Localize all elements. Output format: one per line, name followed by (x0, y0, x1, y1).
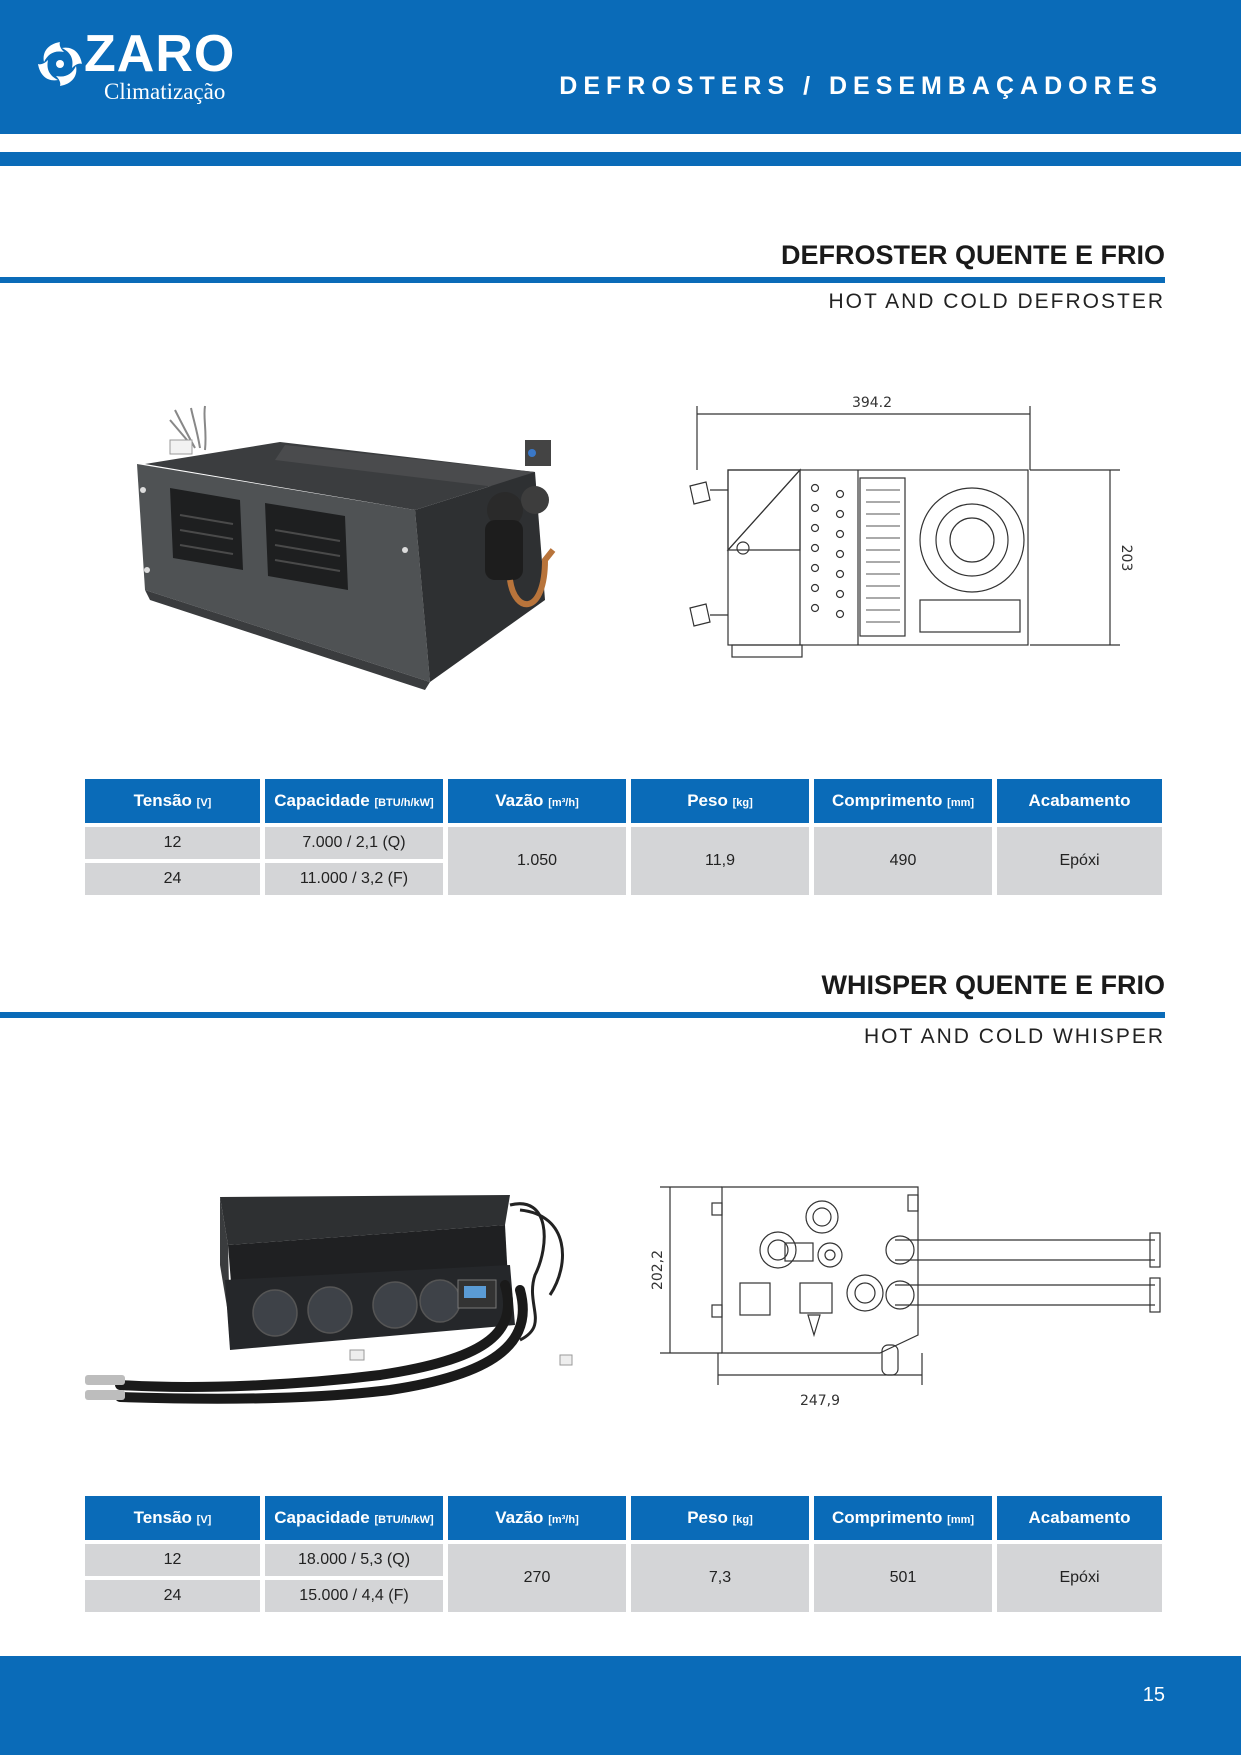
spec-table: Tensão [V] Capacidade [BTU/h/kW] Vazão [… (80, 775, 1167, 899)
cell-length: 501 (814, 1544, 992, 1612)
cell-weight: 11,9 (631, 827, 809, 895)
whisper-technical-drawing: 247,9 202,2 (650, 1186, 1161, 1409)
section-subtitle: HOT AND COLD DEFROSTER (828, 290, 1165, 313)
col-header: Acabamento (997, 1496, 1162, 1540)
spec-table: Tensão [V] Capacidade [BTU/h/kW] Vazão [… (80, 1492, 1167, 1616)
table-row: 12 7.000 / 2,1 (Q) 1.050 11,9 490 Epóxi (85, 827, 1162, 895)
zaro-swirl-icon (38, 42, 82, 86)
brand-logo: ZARO Climatização (34, 28, 274, 108)
col-header: Vazão [m³/h] (448, 1496, 626, 1540)
cell-flow: 270 (448, 1544, 626, 1612)
cell-capacity: 18.000 / 5,3 (Q) (265, 1544, 443, 1576)
cell-capacity: 15.000 / 4,4 (F) (265, 1580, 443, 1612)
col-header: Tensão [V] (85, 1496, 260, 1540)
col-header: Comprimento [mm] (814, 779, 992, 823)
cell-capacity: 7.000 / 2,1 (Q) (265, 827, 443, 859)
table-row: 24 15.000 / 4,4 (F) (85, 1580, 1162, 1612)
dim-width: 247,9 (800, 1393, 840, 1409)
section-title: WHISPER QUENTE E FRIO (821, 970, 1165, 1000)
col-header: Capacidade [BTU/h/kW] (265, 779, 443, 823)
dim-width: 394.2 (852, 395, 892, 411)
section-rule (0, 1012, 1165, 1018)
table-row: 12 18.000 / 5,3 (Q) 270 7,3 501 Epóxi (85, 1544, 1162, 1612)
cell-voltage: 12 (85, 1544, 260, 1576)
cell-voltage: 24 (85, 1580, 260, 1612)
spec-table-header: Tensão [V] Capacidade [BTU/h/kW] Vazão [… (85, 1496, 1162, 1540)
defroster-product-photo (137, 405, 556, 690)
section-rule (0, 277, 1165, 283)
page-number: 15 (1142, 1684, 1165, 1706)
table-row: 24 11.000 / 3,2 (F) (85, 863, 1162, 895)
cell-flow: 1.050 (448, 827, 626, 895)
col-header: Peso [kg] (631, 779, 809, 823)
dim-height: 203 (1118, 545, 1134, 572)
col-header: Vazão [m³/h] (448, 779, 626, 823)
page-title: DEFROSTERS / DESEMBAÇADORES (559, 72, 1163, 100)
spec-table-header: Tensão [V] Capacidade [BTU/h/kW] Vazão [… (85, 779, 1162, 823)
col-header: Tensão [V] (85, 779, 260, 823)
cell-voltage: 12 (85, 827, 260, 859)
header-bar (0, 0, 1241, 134)
footer-bar (0, 1656, 1241, 1755)
cell-weight: 7,3 (631, 1544, 809, 1612)
logo-name: ZARO (84, 25, 236, 83)
cell-capacity: 11.000 / 3,2 (F) (265, 863, 443, 895)
section-subtitle: HOT AND COLD WHISPER (864, 1025, 1165, 1048)
col-header: Acabamento (997, 779, 1162, 823)
header-rule (0, 152, 1241, 166)
cell-voltage: 24 (85, 863, 260, 895)
col-header: Peso [kg] (631, 1496, 809, 1540)
col-header: Comprimento [mm] (814, 1496, 992, 1540)
section-title: DEFROSTER QUENTE E FRIO (780, 240, 1165, 270)
cell-finish: Epóxi (997, 1544, 1162, 1612)
defroster-technical-drawing: 394.2 203 (689, 395, 1134, 658)
cell-length: 490 (814, 827, 992, 895)
whisper-product-photo (85, 1195, 573, 1404)
col-header: Capacidade [BTU/h/kW] (265, 1496, 443, 1540)
logo-subtitle: Climatização (104, 79, 226, 104)
cell-finish: Epóxi (997, 827, 1162, 895)
dim-height: 202,2 (650, 1250, 666, 1290)
